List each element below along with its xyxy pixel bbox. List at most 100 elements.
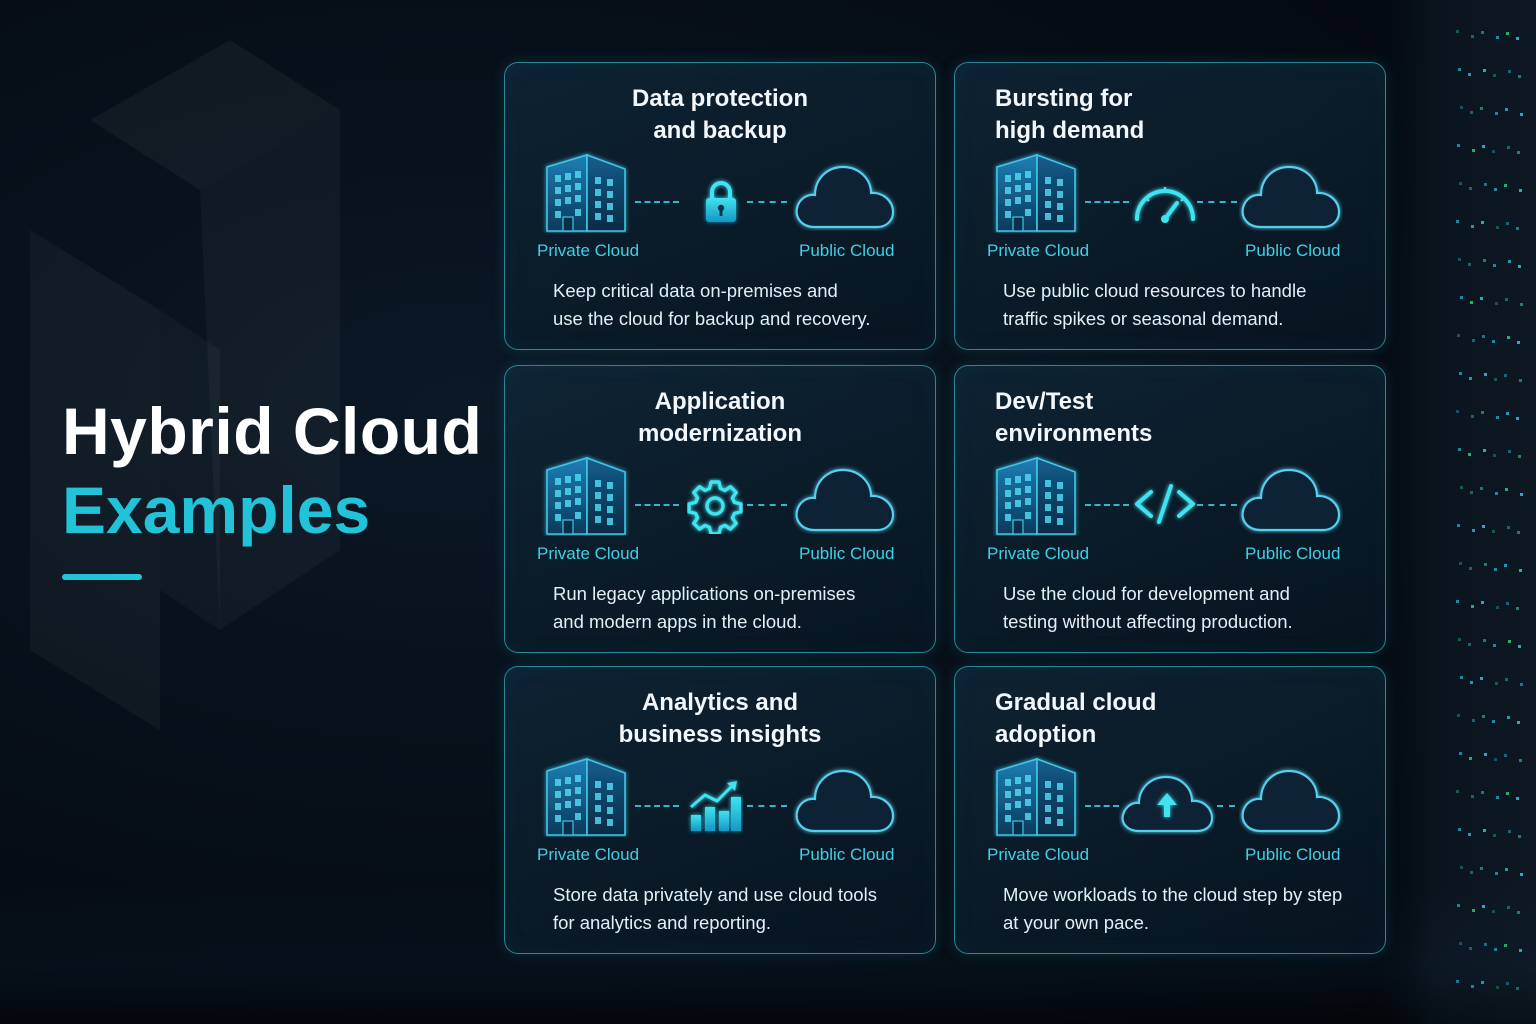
- rack-led: [1517, 151, 1520, 154]
- rack-led: [1469, 377, 1472, 380]
- rack-led: [1520, 493, 1523, 496]
- rack-led: [1458, 638, 1461, 641]
- rack-led: [1518, 265, 1521, 268]
- rack-led: [1516, 227, 1519, 230]
- rack-led: [1496, 986, 1499, 989]
- rack-led: [1458, 448, 1461, 451]
- public-cloud-label: Public Cloud: [1245, 845, 1341, 864]
- rack-led: [1456, 790, 1459, 793]
- rack-led: [1481, 601, 1484, 604]
- rack-led: [1482, 715, 1485, 718]
- public-cloud-label: Public Cloud: [799, 544, 895, 563]
- rack-led: [1507, 526, 1510, 529]
- rack-led: [1483, 449, 1486, 452]
- public-cloud-label: Public Cloud: [799, 241, 895, 260]
- rack-led: [1519, 379, 1522, 382]
- rack-led: [1517, 911, 1520, 914]
- rack-led: [1492, 340, 1495, 343]
- rack-led: [1456, 220, 1459, 223]
- connector-line: [635, 504, 679, 506]
- rack-led: [1470, 681, 1473, 684]
- cloud-icon: [1239, 464, 1343, 534]
- rack-led: [1468, 263, 1471, 266]
- rack-led: [1520, 683, 1523, 686]
- rack-led: [1495, 492, 1498, 495]
- rack-led: [1456, 980, 1459, 983]
- rack-led: [1519, 189, 1522, 192]
- card-title: Gradual cloud adoption: [995, 689, 1157, 748]
- card-description: Use the cloud for development and testin…: [1003, 583, 1293, 632]
- card-title: Analytics and business insights: [618, 689, 822, 748]
- rack-led: [1520, 873, 1523, 876]
- rack-led: [1468, 73, 1471, 76]
- rack-led: [1471, 795, 1474, 798]
- rack-led: [1507, 146, 1510, 149]
- rack-led: [1471, 415, 1474, 418]
- rack-led: [1480, 867, 1483, 870]
- card-description: Use public cloud resources to handle tra…: [1003, 280, 1307, 329]
- rack-led: [1493, 834, 1496, 837]
- rack-led: [1504, 944, 1507, 947]
- rack-led: [1457, 144, 1460, 147]
- rack-led: [1480, 107, 1483, 110]
- rack-led: [1516, 37, 1519, 40]
- rack-led: [1469, 187, 1472, 190]
- public-cloud-label: Public Cloud: [1245, 544, 1341, 563]
- rack-led: [1508, 640, 1511, 643]
- rack-led: [1481, 981, 1484, 984]
- rack-led: [1517, 341, 1520, 344]
- hero-subtitle: Examples: [62, 473, 371, 547]
- rack-led: [1484, 183, 1487, 186]
- rack-led: [1472, 719, 1475, 722]
- rack-led: [1472, 529, 1475, 532]
- rack-led: [1508, 450, 1511, 453]
- rack-led: [1493, 264, 1496, 267]
- rack-led: [1504, 754, 1507, 757]
- card-title: Dev/Test environments: [995, 388, 1153, 447]
- public-cloud-label: Public Cloud: [1245, 241, 1341, 260]
- rack-led: [1469, 947, 1472, 950]
- connector-line: [1217, 805, 1235, 807]
- rack-led: [1494, 948, 1497, 951]
- rack-led: [1468, 453, 1471, 456]
- hero-heading: Hybrid Cloud Examples: [62, 392, 482, 580]
- rack-led: [1460, 106, 1463, 109]
- rack-led: [1460, 866, 1463, 869]
- rack-led: [1470, 301, 1473, 304]
- rack-led: [1495, 112, 1498, 115]
- rack-led: [1484, 563, 1487, 566]
- rack-led: [1519, 569, 1522, 572]
- connector-line: [747, 201, 787, 203]
- connector-line: [1085, 201, 1129, 203]
- rack-led: [1496, 796, 1499, 799]
- rack-led: [1469, 567, 1472, 570]
- building-icon: [991, 755, 1081, 837]
- rack-led: [1481, 221, 1484, 224]
- rack-led: [1470, 871, 1473, 874]
- rack-led: [1481, 791, 1484, 794]
- card-title: Application modernization: [637, 388, 802, 447]
- rack-led: [1495, 682, 1498, 685]
- rack-led: [1457, 714, 1460, 717]
- connector-line: [747, 504, 787, 506]
- rack-led: [1506, 412, 1509, 415]
- rack-led: [1518, 645, 1521, 648]
- connector-line: [635, 805, 679, 807]
- rack-led: [1484, 943, 1487, 946]
- connector-line: [635, 201, 679, 203]
- rack-led: [1516, 987, 1519, 990]
- rack-led: [1495, 872, 1498, 875]
- connector-line: [1085, 504, 1129, 506]
- rack-led: [1458, 258, 1461, 261]
- private-cloud-label: Private Cloud: [537, 845, 640, 864]
- rack-led: [1460, 676, 1463, 679]
- rack-led: [1481, 411, 1484, 414]
- rack-led: [1469, 757, 1472, 760]
- hero-underline: [62, 574, 142, 580]
- rack-led: [1496, 606, 1499, 609]
- rack-led: [1508, 830, 1511, 833]
- card-description: Store data privately and use cloud tools…: [553, 884, 877, 933]
- rack-led: [1482, 525, 1485, 528]
